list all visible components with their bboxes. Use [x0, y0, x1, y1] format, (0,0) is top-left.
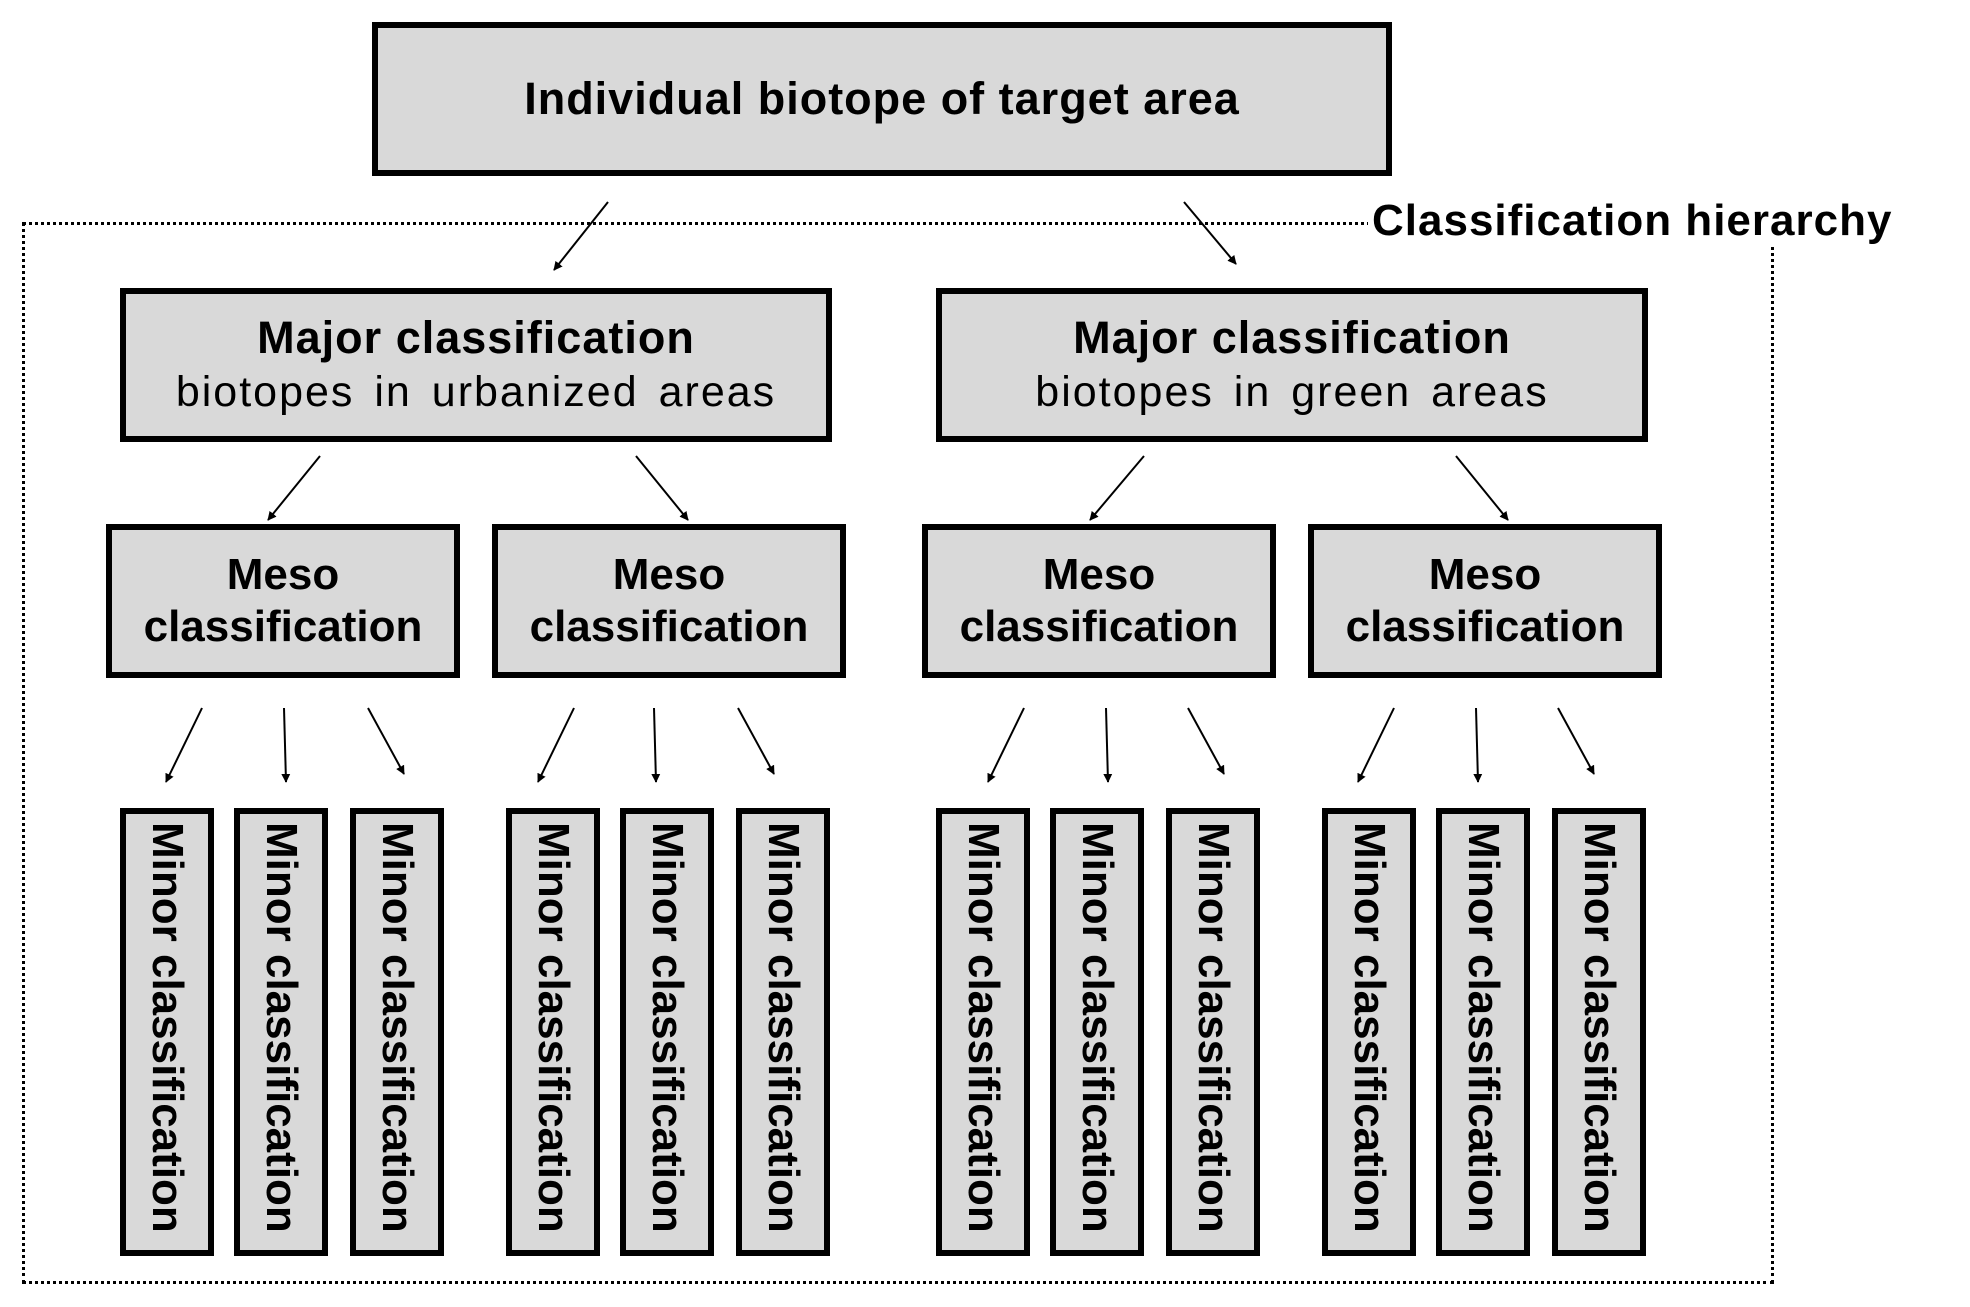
meso-node-line2: classification	[959, 602, 1239, 651]
minor-node-label: Minor classification	[959, 822, 1008, 1233]
minor-node-label: Minor classification	[759, 822, 808, 1233]
meso-node-2: Meso classification	[492, 524, 846, 678]
minor-node-label: Minor classification	[1575, 822, 1624, 1233]
arrow	[1473, 707, 1483, 783]
minor-node: Minor classification	[936, 808, 1030, 1256]
arrow	[267, 455, 321, 521]
minor-node-label: Minor classification	[1459, 822, 1508, 1233]
major-node-subtitle: biotopes in green areas	[1035, 368, 1549, 416]
minor-node: Minor classification	[350, 808, 444, 1256]
classification-hierarchy-frame	[22, 222, 1774, 1284]
minor-node: Minor classification	[1436, 808, 1530, 1256]
minor-node: Minor classification	[1166, 808, 1260, 1256]
arrow	[553, 201, 609, 271]
meso-node-4: Meso classification	[1308, 524, 1662, 678]
arrow	[651, 707, 661, 783]
minor-node: Minor classification	[620, 808, 714, 1256]
minor-node: Minor classification	[1552, 808, 1646, 1256]
top-node: Individual biotope of target area	[372, 22, 1392, 176]
minor-node-label: Minor classification	[1073, 822, 1122, 1233]
minor-node-label: Minor classification	[1345, 822, 1394, 1233]
arrow	[1089, 455, 1145, 521]
arrow	[537, 707, 575, 783]
meso-node-line1: Meso	[226, 550, 340, 599]
major-node-green: Major classification biotopes in green a…	[936, 288, 1648, 442]
minor-node-label: Minor classification	[643, 822, 692, 1233]
minor-node-label: Minor classification	[373, 822, 422, 1233]
arrow	[987, 707, 1025, 783]
meso-node-line2: classification	[1345, 602, 1625, 651]
arrow	[1103, 707, 1113, 783]
meso-node-line1: Meso	[612, 550, 726, 599]
minor-node: Minor classification	[1322, 808, 1416, 1256]
minor-node-label: Minor classification	[529, 822, 578, 1233]
arrow	[367, 707, 405, 775]
arrow	[1187, 707, 1225, 775]
top-node-label: Individual biotope of target area	[524, 73, 1240, 124]
minor-node: Minor classification	[120, 808, 214, 1256]
major-node-title: Major classification	[1073, 312, 1511, 363]
arrow	[165, 707, 203, 783]
major-node-title: Major classification	[257, 312, 695, 363]
classification-hierarchy-label: Classification hierarchy	[1368, 196, 1897, 246]
minor-node-label: Minor classification	[143, 822, 192, 1233]
minor-node: Minor classification	[1050, 808, 1144, 1256]
major-node-urbanized: Major classification biotopes in urbaniz…	[120, 288, 832, 442]
minor-node: Minor classification	[736, 808, 830, 1256]
arrow	[737, 707, 775, 775]
arrow	[1357, 707, 1395, 783]
meso-node-line2: classification	[143, 602, 423, 651]
major-node-subtitle: biotopes in urbanized areas	[175, 368, 777, 416]
arrow	[1183, 201, 1237, 265]
arrow	[1557, 707, 1595, 775]
arrow	[281, 707, 291, 783]
meso-node-line2: classification	[529, 602, 809, 651]
minor-node: Minor classification	[234, 808, 328, 1256]
meso-node-1: Meso classification	[106, 524, 460, 678]
minor-node-label: Minor classification	[257, 822, 306, 1233]
meso-node-line1: Meso	[1042, 550, 1156, 599]
minor-node-label: Minor classification	[1189, 822, 1238, 1233]
minor-node: Minor classification	[506, 808, 600, 1256]
meso-node-3: Meso classification	[922, 524, 1276, 678]
arrow	[635, 455, 689, 521]
meso-node-line1: Meso	[1428, 550, 1542, 599]
arrow	[1455, 455, 1509, 521]
